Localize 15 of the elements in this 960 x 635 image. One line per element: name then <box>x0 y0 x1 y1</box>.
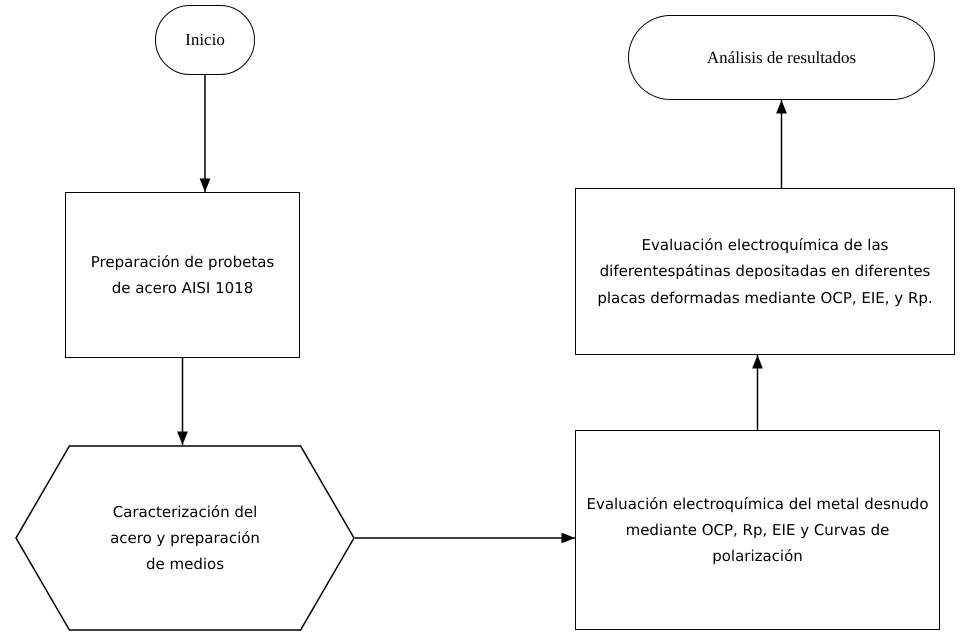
arrow <box>355 532 575 544</box>
arrow <box>177 358 188 445</box>
arrow <box>752 355 763 430</box>
node-label: Evaluación electroquímica del metal desnudo mediante OCP, Rp, EIE y Curvas de polarización <box>585 494 930 568</box>
preparation-hexagon <box>15 445 355 631</box>
node-label: Caracterización del acero y preparación de medios <box>110 502 260 576</box>
process-box <box>575 430 940 630</box>
arrow <box>776 100 787 188</box>
node-label: Evaluación electroquímica de las diferentespátinas depositadas en diferentes placas deformadas mediante OCP, EIE, y Rp. <box>596 235 934 309</box>
process-box <box>575 188 955 355</box>
node-label: Preparación de probetas de acero AISI 1018 <box>90 252 276 299</box>
arrow <box>200 75 210 192</box>
node-label: Análisis de resultados <box>706 46 856 69</box>
node-label: Inicio <box>185 29 225 52</box>
process-box <box>65 192 300 358</box>
